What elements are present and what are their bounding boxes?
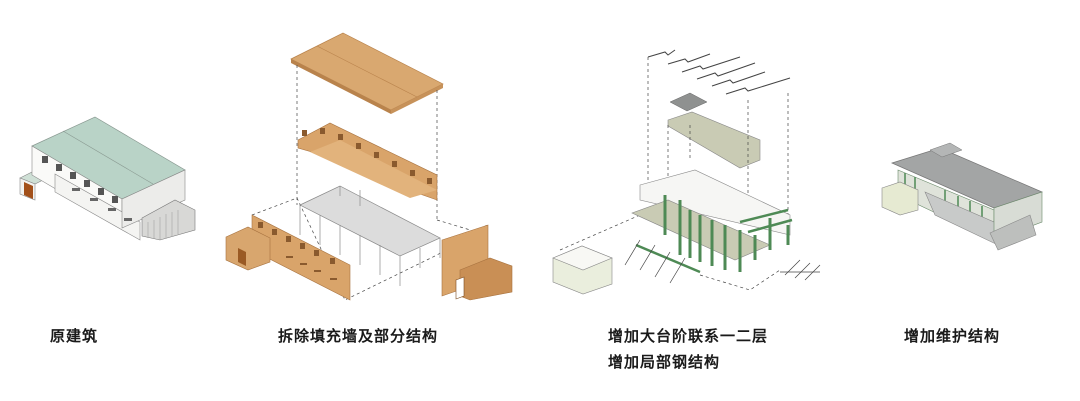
roof-slab-edge-side bbox=[391, 84, 443, 114]
lower-windows bbox=[72, 188, 132, 221]
steel-bracing bbox=[624, 239, 821, 284]
concrete-skeleton bbox=[299, 185, 441, 286]
stair-block bbox=[141, 199, 196, 241]
roof-slab-edge bbox=[291, 59, 391, 114]
stair-railing bbox=[147, 210, 179, 240]
caption-demolish: 拆除填充墙及部分结构 bbox=[278, 327, 439, 345]
grey-roof-panel bbox=[669, 92, 708, 112]
steel-explosion-guides bbox=[559, 57, 789, 291]
steel-addition-exploded-drawing bbox=[552, 49, 821, 295]
caption-add-steps: 增加大台阶联系一二层 bbox=[608, 327, 769, 345]
caption-original-building: 原建筑 bbox=[50, 327, 99, 345]
side-wall-opening bbox=[455, 276, 465, 300]
upper-windows bbox=[42, 156, 118, 203]
demolition-exploded-drawing bbox=[225, 32, 513, 301]
caption-envelope: 增加维护结构 bbox=[904, 327, 1001, 345]
annex-door bbox=[24, 182, 33, 199]
roof-ridge bbox=[62, 130, 154, 185]
envelope-building-drawing bbox=[881, 142, 1043, 251]
original-building-drawing bbox=[19, 116, 196, 241]
stair-volume-top bbox=[552, 245, 613, 271]
front-wall-windows bbox=[258, 222, 337, 280]
timber-annex-door bbox=[238, 248, 246, 266]
steel-columns bbox=[663, 195, 790, 272]
timber-upper-floor-deck bbox=[310, 140, 437, 198]
side-wall bbox=[121, 169, 186, 229]
roof-dormer bbox=[929, 142, 963, 158]
upper-frame-windows bbox=[302, 128, 432, 184]
caption-add-steel: 增加局部钢结构 bbox=[608, 353, 721, 371]
canopy bbox=[989, 214, 1037, 251]
steel-beams bbox=[635, 208, 793, 274]
timber-annex bbox=[225, 226, 271, 271]
roof-slab-ridge bbox=[316, 45, 418, 98]
roof-truss-lines bbox=[647, 49, 791, 95]
balcony-box bbox=[881, 181, 919, 216]
stair-slab bbox=[667, 111, 761, 169]
